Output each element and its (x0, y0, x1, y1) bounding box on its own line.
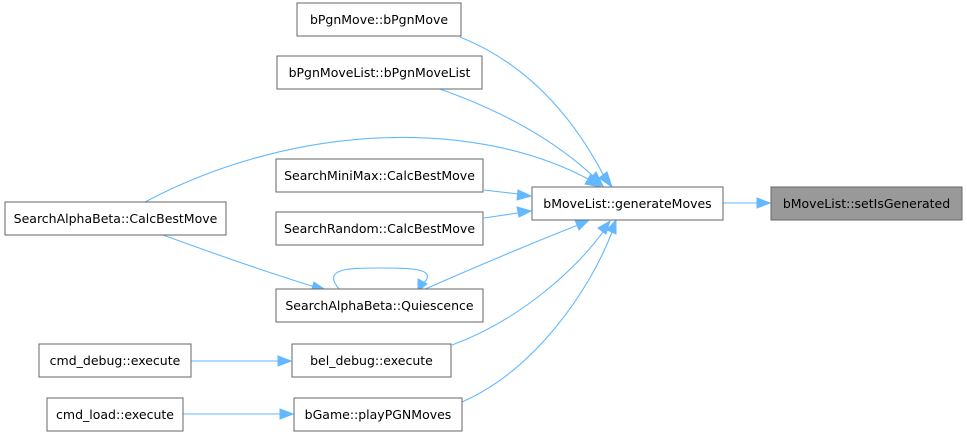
edge-alphabeta-to-quiescence (159, 233, 316, 288)
node-random[interactable]: SearchRandom::CalcBestMove (275, 211, 484, 246)
edge-minimax-to-generateMoves (483, 189, 519, 195)
node-box-bPgnMoveList (276, 55, 483, 90)
node-box-alphabeta (4, 201, 227, 236)
node-cmd_debug[interactable]: cmd_debug::execute (38, 343, 192, 378)
node-label-generateMoves: bMoveList::generateMoves (543, 196, 711, 211)
node-box-generateMoves (531, 186, 724, 221)
node-label-playPGN: bGame::playPGNMoves (305, 407, 452, 422)
arrowhead-edge-6 (574, 219, 591, 231)
node-label-alphabeta: SearchAlphaBeta::CalcBestMove (14, 211, 218, 226)
node-box-minimax (275, 158, 484, 193)
edge-playPGN-to-generateMoves (461, 231, 613, 403)
node-bPgnMoveList[interactable]: bPgnMoveList::bPgnMoveList (276, 55, 483, 90)
node-cmd_load[interactable]: cmd_load::execute (46, 397, 184, 432)
node-alphabeta[interactable]: SearchAlphaBeta::CalcBestMove (4, 201, 227, 236)
node-box-playPGN (293, 397, 463, 432)
edge-quiescence-to-generateMoves (422, 224, 579, 291)
node-label-bPgnMove: bPgnMove::bPgnMove (310, 12, 448, 27)
node-label-bel_debug: bel_debug::execute (310, 353, 433, 368)
node-playPGN[interactable]: bGame::playPGNMoves (293, 397, 463, 432)
node-label-cmd_debug: cmd_debug::execute (50, 353, 181, 368)
node-box-bel_debug (291, 343, 452, 378)
node-box-setIsGenerated (770, 186, 963, 221)
edge-random-to-generateMoves (483, 212, 519, 219)
node-label-bPgnMoveList: bPgnMoveList::bPgnMoveList (289, 65, 471, 80)
node-box-random (275, 211, 484, 246)
node-label-quiescence: SearchAlphaBeta::Quiescence (285, 298, 474, 313)
node-generateMoves[interactable]: bMoveList::generateMoves (531, 186, 724, 221)
node-quiescence[interactable]: SearchAlphaBeta::Quiescence (275, 288, 484, 323)
arrowhead-edge-10 (417, 278, 428, 293)
node-bel_debug[interactable]: bel_debug::execute (291, 343, 452, 378)
edge-bPgnMoveList-to-generateMoves (436, 87, 596, 179)
edge-bPgnMove-to-generateMoves (459, 36, 606, 179)
arrowhead-edge-8 (606, 218, 617, 235)
arrowhead-edge-11 (277, 355, 293, 367)
node-label-minimax: SearchMiniMax::CalcBestMove (284, 168, 475, 183)
node-label-cmd_load: cmd_load::execute (56, 407, 174, 422)
arrowhead-edge-3 (584, 173, 603, 188)
node-box-cmd_debug (38, 343, 192, 378)
node-label-random: SearchRandom::CalcBestMove (284, 221, 475, 236)
node-label-setIsGenerated: bMoveList::setIsGenerated (783, 196, 950, 211)
nodes: bMoveList::setIsGenerated bMoveList::gen… (4, 2, 963, 432)
node-setIsGenerated[interactable]: bMoveList::setIsGenerated (770, 186, 963, 221)
node-box-bPgnMove (296, 2, 462, 37)
node-box-cmd_load (46, 397, 184, 432)
edge-alphabeta-to-generateMoves (144, 136, 591, 203)
edge-bel_debug-to-generateMoves (451, 231, 604, 346)
arrowhead-edge-1 (598, 171, 613, 189)
node-box-quiescence (275, 288, 484, 323)
arrowhead-edge-4 (516, 189, 533, 201)
edges (144, 36, 772, 420)
node-bPgnMove[interactable]: bPgnMove::bPgnMove (296, 2, 462, 37)
edge-quiescence-self-loop (333, 267, 428, 291)
arrowhead-edge-5 (516, 206, 533, 218)
arrowhead-setIsGenerated (756, 197, 772, 209)
node-minimax[interactable]: SearchMiniMax::CalcBestMove (275, 158, 484, 193)
arrowhead-edge-7 (597, 219, 611, 235)
arrowhead-edge-12 (279, 408, 295, 420)
